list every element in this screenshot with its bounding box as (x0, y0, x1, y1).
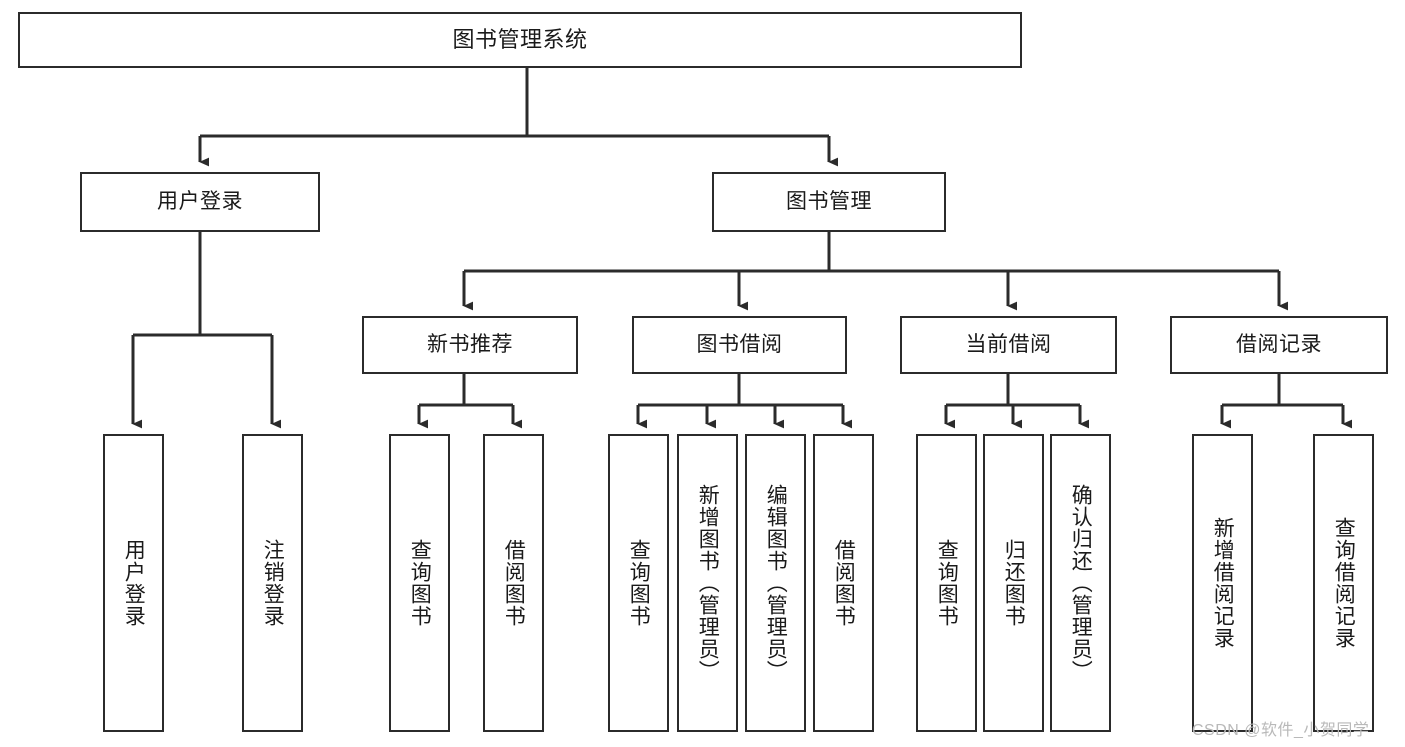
leaf-book-borrow-1[interactable]: 新增图书（管理员） (677, 434, 738, 732)
leaf-user-login-1[interactable]: 注销登录 (242, 434, 303, 732)
leaf-user-login-0[interactable]: 用户登录 (103, 434, 164, 732)
node-book-management-label: 图书管理 (786, 189, 872, 213)
leaf-book-borrow-0[interactable]: 查询图书 (608, 434, 669, 732)
leaf-current-borrow-0-label: 查询图书 (935, 539, 959, 627)
node-current-borrowing-label: 当前借阅 (965, 332, 1052, 356)
node-user-login-label: 用户登录 (157, 189, 243, 213)
csdn-watermark: CSDN @软件_小贺同学 (1192, 722, 1370, 739)
node-book-borrowing[interactable]: 图书借阅 (632, 316, 847, 374)
leaf-book-borrow-3[interactable]: 借阅图书 (813, 434, 874, 732)
node-book-borrowing-label: 图书借阅 (696, 332, 783, 356)
leaf-book-borrow-1-label: 新增图书（管理员） (696, 484, 720, 682)
node-borrowing-record-label: 借阅记录 (1236, 332, 1322, 356)
node-root-book-management-system[interactable]: 图书管理系统 (18, 12, 1022, 68)
leaf-book-borrow-2[interactable]: 编辑图书（管理员） (745, 434, 806, 732)
leaf-new-book-rec-0[interactable]: 查询图书 (389, 434, 450, 732)
leaf-book-borrow-2-label: 编辑图书（管理员） (764, 484, 788, 682)
leaf-new-book-rec-0-label: 查询图书 (408, 539, 432, 627)
leaf-current-borrow-1[interactable]: 归还图书 (983, 434, 1044, 732)
leaf-current-borrow-2-label: 确认归还（管理员） (1069, 484, 1093, 682)
node-new-book-recommendation[interactable]: 新书推荐 (362, 316, 578, 374)
node-user-login[interactable]: 用户登录 (80, 172, 320, 232)
leaf-borrow-record-0-label: 新增借阅记录 (1211, 517, 1235, 649)
leaf-current-borrow-0[interactable]: 查询图书 (916, 434, 977, 732)
leaf-user-login-0-label: 用户登录 (122, 539, 146, 627)
node-current-borrowing[interactable]: 当前借阅 (900, 316, 1117, 374)
leaf-borrow-record-0[interactable]: 新增借阅记录 (1192, 434, 1253, 732)
node-book-management[interactable]: 图书管理 (712, 172, 946, 232)
node-new-book-recommendation-label: 新书推荐 (427, 332, 513, 356)
leaf-new-book-rec-1[interactable]: 借阅图书 (483, 434, 544, 732)
leaf-borrow-record-1-label: 查询借阅记录 (1332, 517, 1356, 649)
node-root-label: 图书管理系统 (452, 27, 588, 53)
leaf-book-borrow-0-label: 查询图书 (627, 539, 651, 627)
leaf-book-borrow-3-label: 借阅图书 (832, 539, 856, 627)
leaf-current-borrow-2[interactable]: 确认归还（管理员） (1050, 434, 1111, 732)
node-borrowing-record[interactable]: 借阅记录 (1170, 316, 1388, 374)
leaf-current-borrow-1-label: 归还图书 (1002, 539, 1026, 627)
leaf-new-book-rec-1-label: 借阅图书 (502, 539, 526, 627)
leaf-borrow-record-1[interactable]: 查询借阅记录 (1313, 434, 1374, 732)
leaf-user-login-1-label: 注销登录 (261, 539, 285, 627)
